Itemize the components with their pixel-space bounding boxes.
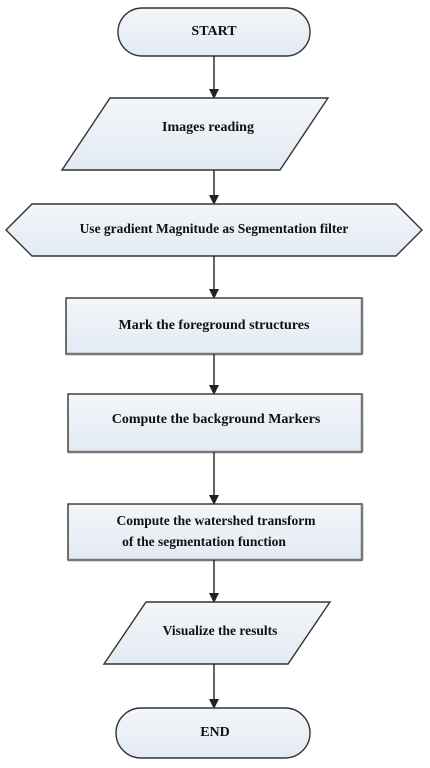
background-markers-label: Compute the background Markers — [112, 412, 321, 427]
images-reading-label: Images reading — [162, 120, 254, 135]
background-markers-box: Compute the background Markers — [67, 393, 364, 454]
end-terminal: END — [115, 707, 311, 759]
foreground-label: Mark the foreground structures — [119, 318, 310, 333]
gradient-filter-hexagon: Use gradient Magnitude as Segmentation f… — [5, 203, 423, 257]
foreground-process-box: Mark the foreground structures — [65, 297, 364, 356]
start-terminal: START — [117, 7, 311, 57]
images-reading-parallelogram: Images reading — [60, 97, 330, 171]
end-label: END — [200, 725, 230, 740]
start-label: START — [191, 24, 237, 39]
visualize-results-parallelogram: Visualize the results — [102, 601, 332, 665]
watershed-transform-box: Compute the watershed transform of the s… — [67, 503, 364, 562]
watershed-label-line2: of the segmentation function — [122, 534, 286, 549]
watershed-label-line1: Compute the watershed transform — [116, 513, 316, 528]
gradient-filter-label: Use gradient Magnitude as Segmentation f… — [80, 221, 349, 236]
visualize-results-label: Visualize the results — [163, 623, 278, 638]
